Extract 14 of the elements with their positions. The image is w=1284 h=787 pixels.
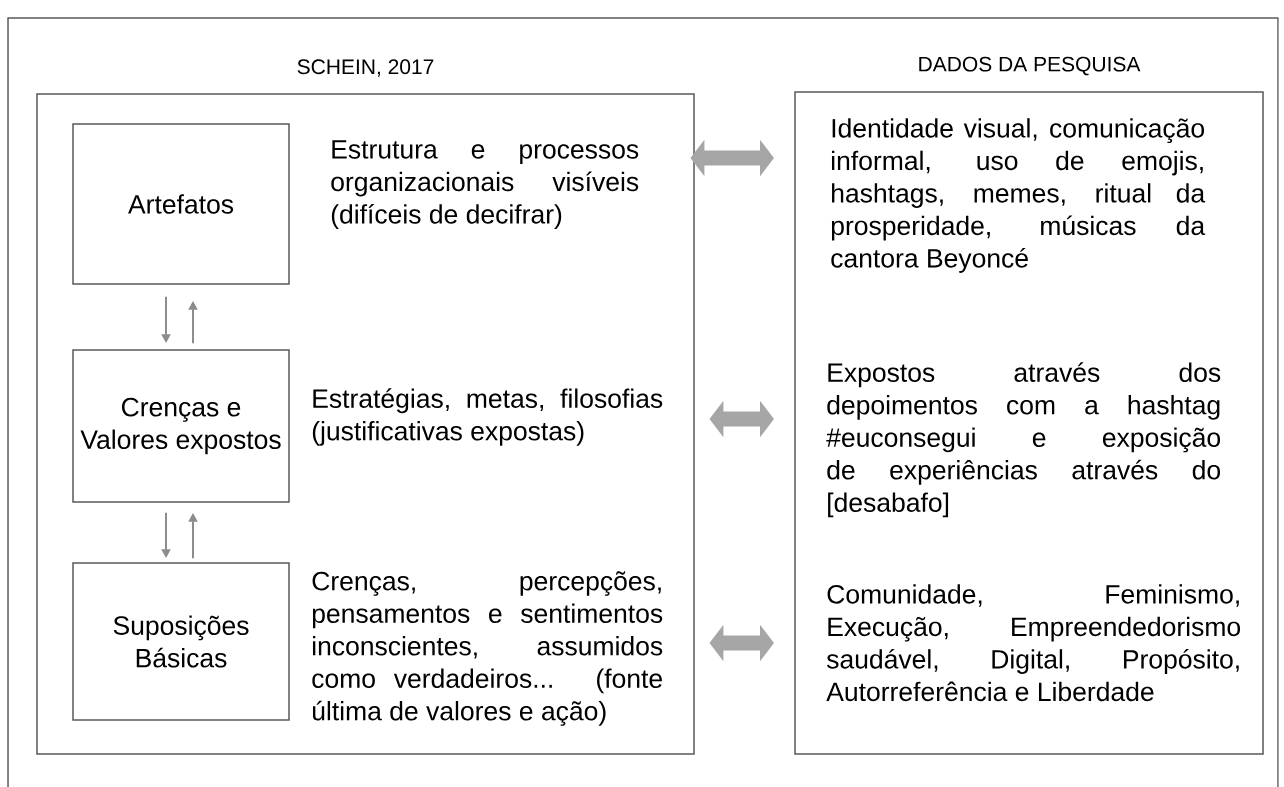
description-text: Expostos através dos depoimentos com a hashtag #euconsegui e exposição de experiências através do [desabafo] (826, 362, 1221, 518)
description-text: Estratégias, metas, filosofias (justificativas expostas) (312, 388, 663, 446)
description-text: Identidade visual, comunicação informal, uso de emojis, hashtags, memes, ritual da prosperidade, músicas da cantora Beyoncé (831, 118, 1206, 273)
double-arrow (709, 400, 774, 438)
double-arrow (690, 139, 774, 177)
panel-heading: SCHEIN, 2017 (297, 59, 434, 77)
level-box: Suposições Básicas (72, 562, 290, 721)
panel-heading: DADOS DA PESQUISA (919, 56, 1141, 76)
description-text: Estrutura e processos organizacionais visíveis (difíceis de decifrar) (331, 140, 639, 229)
level-box: Artefatos (72, 123, 290, 285)
level-box: Crenças e Valores expostos (72, 349, 290, 503)
description-text: Comunidade, Feminismo, Execução, Empreendedorismo saudável, Digital, Propósito, Autorreferência e Liberdade (826, 584, 1241, 702)
double-arrow (709, 624, 774, 662)
description-text: Crenças, percepções, pensamentos e sentimentos inconscientes, assumidos como verdadeiros... (fonte última de valores e ação) (312, 571, 663, 726)
